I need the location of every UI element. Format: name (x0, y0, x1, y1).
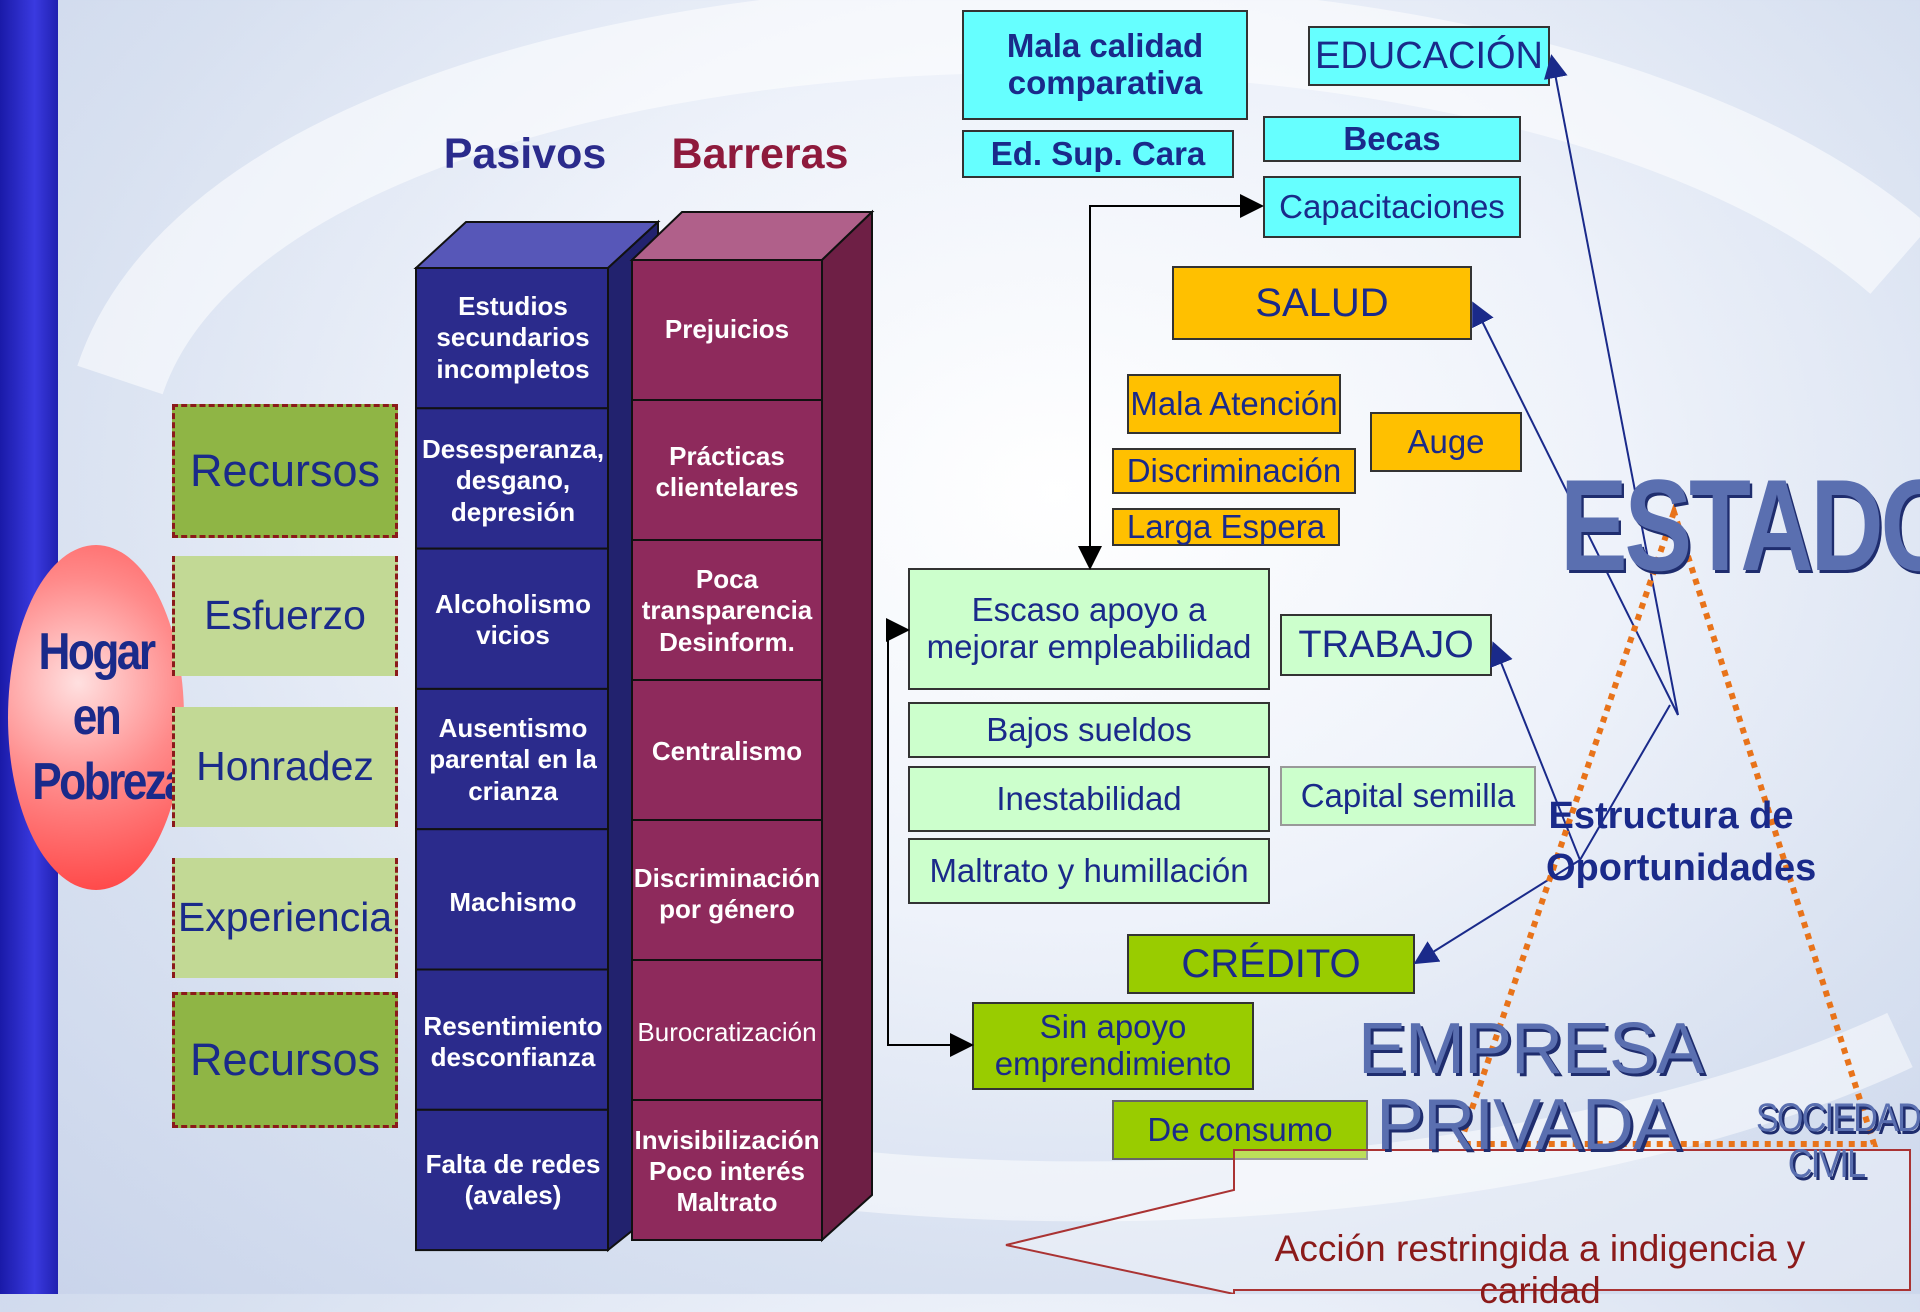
pasivo-cell-1 (415, 267, 609, 410)
pasivo-5: Machismo (449, 887, 577, 918)
recurso-box-3: Honradez (172, 707, 398, 827)
box-mala-calidad: Mala calidad comparativa (962, 10, 1248, 120)
sociedad-label: SOCIEDAD CIVIL (1756, 1096, 1920, 1186)
box-salud: SALUD (1172, 266, 1472, 340)
barrera-1: Prejuicios (664, 314, 790, 345)
empresa-label: EMPRESA PRIVADA (1358, 1009, 1704, 1165)
pasivo-3: Alcoholismo vicios (434, 588, 591, 650)
pasivo-cell-7 (415, 1108, 609, 1252)
barrera-cell-6 (631, 959, 823, 1101)
box-capacitaciones: Capacitaciones (1263, 176, 1521, 238)
recurso-box-4: Experiencia (172, 858, 398, 978)
box-credito: CRÉDITO (1127, 934, 1415, 994)
pasivo-2: Desesperanza, desgano, depresión (421, 434, 605, 527)
barrera-4: Centralismo (651, 736, 803, 767)
barrera-cell-3 (631, 539, 823, 681)
recurso-box-1: Recursos (172, 404, 398, 538)
box-larga-espera: Larga Espera (1112, 508, 1340, 546)
pasivo-cell-3 (415, 547, 609, 690)
hogar-oval: Hogar en Pobreza (8, 545, 189, 890)
estado-label: ESTADO (1560, 452, 1920, 598)
box-sin-apoyo: Sin apoyo emprendimiento (972, 1002, 1254, 1090)
box-bajos-sueldos: Bajos sueldos (908, 702, 1270, 758)
pasivo-4: Ausentismo parental en la crianza (429, 713, 597, 806)
accion-arrow (1005, 1149, 1911, 1294)
pasivo-7: Falta de redes (avales) (425, 1148, 601, 1210)
barrera-5: Discriminación por género (633, 862, 821, 924)
barrera-7: Invisibilización Poco interés Maltrato (634, 1124, 820, 1218)
pasivo-cell-2 (415, 407, 609, 550)
box-ed-sup-cara: Ed. Sup. Cara (962, 130, 1234, 178)
box-mala-atencion: Mala Atención (1127, 374, 1341, 434)
pasivo-cell-4 (415, 687, 609, 831)
barrera-6: Burocratización (637, 1017, 817, 1048)
line-to-salud (1472, 301, 1679, 716)
box-becas: Becas (1263, 116, 1521, 162)
barrera-cell-7 (631, 1099, 823, 1241)
barrera-3: Poca transparencia Desinform. (641, 564, 813, 657)
header-pasivos: Pasivos (443, 130, 607, 178)
box-inestabilidad: Inestabilidad (908, 766, 1270, 832)
box-discriminacion: Discriminación (1112, 448, 1356, 494)
pasivo-cell-6 (415, 968, 609, 1111)
box-escaso-apoyo: Escaso apoyo a mejorar empleabilidad (908, 568, 1270, 690)
connector-capacitaciones (1089, 194, 1264, 568)
header-barreras: Barreras (671, 130, 849, 178)
recurso-box-5: Recursos (172, 992, 398, 1128)
box-maltrato: Maltrato y humillación (908, 838, 1270, 904)
pasivo-cell-5 (415, 828, 609, 971)
recurso-box-2: Esfuerzo (172, 556, 398, 676)
estructura-label: Estructura de Oportunidades (1546, 795, 1817, 890)
accion-label: Acción restringida a indigencia y carida… (1274, 1228, 1806, 1311)
box-trabajo: TRABAJO (1280, 614, 1492, 676)
barrera-2: Prácticas clientelares (655, 440, 799, 502)
pasivo-1: Estudios secundarios incompletos (436, 291, 590, 384)
barrera-cell-2 (631, 399, 823, 541)
box-auge: Auge (1370, 412, 1522, 472)
barrera-cell-4 (631, 679, 823, 821)
pasivo-6: Resentimiento desconfianza (423, 1010, 603, 1072)
connector-sin-apoyo (887, 629, 974, 1057)
barrera-cell-5 (631, 819, 823, 961)
box-educacion: EDUCACIÓN (1308, 26, 1550, 86)
box-capital-semilla: Capital semilla (1280, 766, 1536, 826)
line-to-educacion (1543, 54, 1679, 716)
